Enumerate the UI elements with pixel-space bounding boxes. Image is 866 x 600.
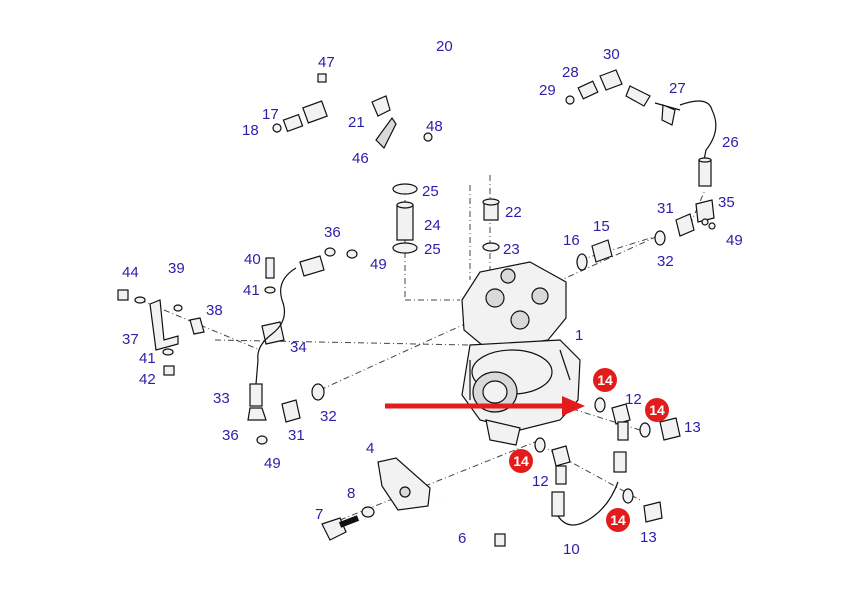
label-8: 8 <box>347 485 355 502</box>
label-28: 28 <box>562 64 579 81</box>
highlight-14-a-text: 14 <box>597 372 613 388</box>
union-31-right <box>654 199 716 246</box>
label-13-lower: 13 <box>640 529 657 546</box>
label-21: 21 <box>348 114 365 131</box>
callout-labels: 47 20 17 18 21 48 46 25 24 25 22 23 30 2… <box>122 38 743 558</box>
label-26: 26 <box>722 134 739 151</box>
highlight-14-c-text: 14 <box>513 453 529 469</box>
label-25-upper: 25 <box>422 183 439 200</box>
pipe-26 <box>565 69 717 187</box>
label-27: 27 <box>669 80 686 97</box>
pipe-34 <box>247 247 358 445</box>
label-22: 22 <box>505 204 522 221</box>
compressor-body-1 <box>461 261 581 446</box>
label-30: 30 <box>603 46 620 63</box>
highlight-14-a: 14 <box>593 368 617 392</box>
label-41-lower: 41 <box>139 350 156 367</box>
pointer-arrow <box>385 396 585 416</box>
bracket-4 <box>321 457 506 547</box>
label-10: 10 <box>563 541 580 558</box>
label-33: 33 <box>213 390 230 407</box>
plug-15 <box>576 239 613 271</box>
label-1: 1 <box>575 327 583 344</box>
label-17: 17 <box>262 106 279 123</box>
label-41-upper: 41 <box>243 282 260 299</box>
highlight-14-c: 14 <box>509 449 533 473</box>
label-20: 20 <box>436 38 453 55</box>
label-31-right: 31 <box>657 200 674 217</box>
highlighted-callouts: 14 14 14 14 <box>509 368 669 532</box>
label-18: 18 <box>242 122 259 139</box>
label-49-upper: 49 <box>370 256 387 273</box>
highlight-14-d-text: 14 <box>610 512 626 528</box>
label-42: 42 <box>139 371 156 388</box>
highlight-14-d: 14 <box>606 508 630 532</box>
label-37: 37 <box>122 331 139 348</box>
label-16: 16 <box>563 232 580 249</box>
label-29: 29 <box>539 82 556 99</box>
label-12-right: 12 <box>625 391 642 408</box>
label-31-left: 31 <box>288 427 305 444</box>
label-7: 7 <box>315 506 323 523</box>
hose-24 <box>392 183 418 254</box>
label-39: 39 <box>168 260 185 277</box>
label-49-right: 49 <box>726 232 743 249</box>
label-44: 44 <box>122 264 139 281</box>
pipe-10 <box>534 397 681 526</box>
label-32-left: 32 <box>320 408 337 425</box>
label-34: 34 <box>290 339 307 356</box>
label-25-lower: 25 <box>424 241 441 258</box>
union-31-left <box>281 383 325 423</box>
label-38: 38 <box>206 302 223 319</box>
label-15: 15 <box>593 218 610 235</box>
fitting-22 <box>482 198 500 252</box>
label-32-right: 32 <box>657 253 674 270</box>
label-13-upper: 13 <box>684 419 701 436</box>
label-47: 47 <box>318 54 335 71</box>
label-48: 48 <box>426 118 443 135</box>
label-23: 23 <box>503 241 520 258</box>
label-46: 46 <box>352 150 369 167</box>
label-40: 40 <box>244 251 261 268</box>
label-49-lower: 49 <box>264 455 281 472</box>
bracket-37 <box>117 289 205 376</box>
label-36-upper: 36 <box>324 224 341 241</box>
highlight-14-b-text: 14 <box>649 402 665 418</box>
label-4: 4 <box>366 440 374 457</box>
label-6: 6 <box>458 530 466 547</box>
pipe-20 <box>272 67 438 186</box>
label-36-lower: 36 <box>222 427 239 444</box>
label-35: 35 <box>718 194 735 211</box>
label-12-left: 12 <box>532 473 549 490</box>
highlight-14-b: 14 <box>645 398 669 422</box>
label-24: 24 <box>424 217 441 234</box>
